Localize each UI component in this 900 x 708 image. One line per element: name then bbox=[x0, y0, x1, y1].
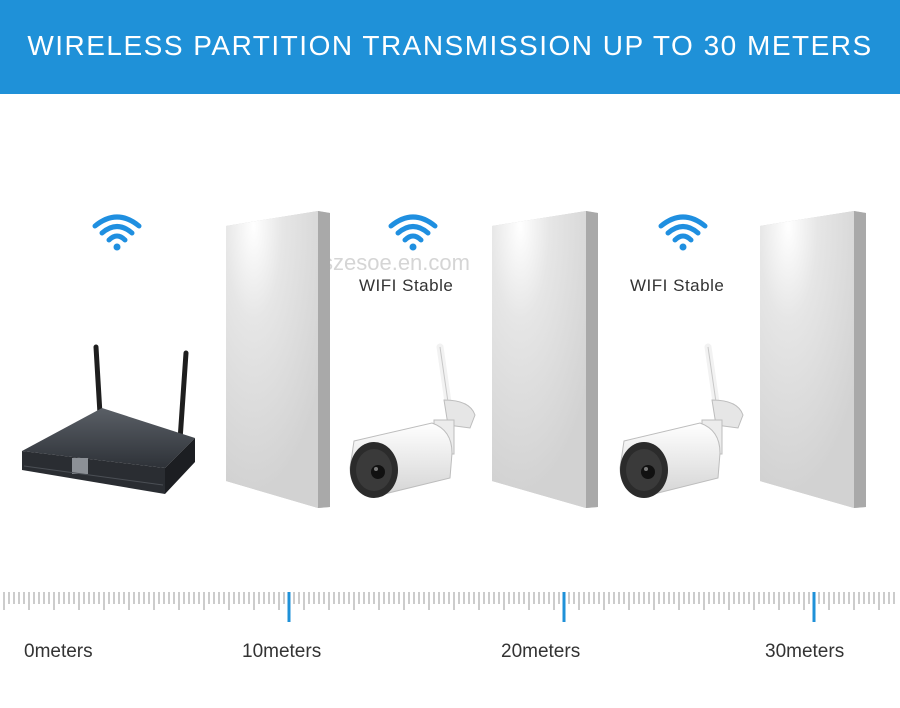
scale-label-0: 0meters bbox=[24, 641, 93, 662]
wifi-icon bbox=[658, 214, 708, 251]
wall-panel bbox=[760, 211, 866, 508]
wall-panel bbox=[492, 211, 598, 508]
page-title: WIRELESS PARTITION TRANSMISSION UP TO 30… bbox=[27, 30, 873, 61]
scene-illustration bbox=[22, 211, 866, 508]
header-banner: WIRELESS PARTITION TRANSMISSION UP TO 30… bbox=[0, 0, 900, 94]
wifi-status-label: WIFI Stable bbox=[630, 276, 725, 295]
wifi-icon bbox=[92, 214, 142, 251]
nvr-device bbox=[22, 344, 195, 494]
bullet-camera bbox=[619, 343, 744, 498]
distance-ruler bbox=[3, 592, 895, 622]
watermark: szesoe.en.com bbox=[322, 250, 470, 275]
wifi-icon bbox=[388, 214, 438, 251]
scale-label-30: 30meters bbox=[765, 641, 845, 662]
wifi-status-label: WIFI Stable bbox=[359, 276, 454, 295]
scale-label-10: 10meters bbox=[242, 641, 322, 662]
wall-panel bbox=[226, 211, 330, 508]
bullet-camera bbox=[349, 343, 476, 498]
scale-label-20: 20meters bbox=[501, 641, 581, 662]
